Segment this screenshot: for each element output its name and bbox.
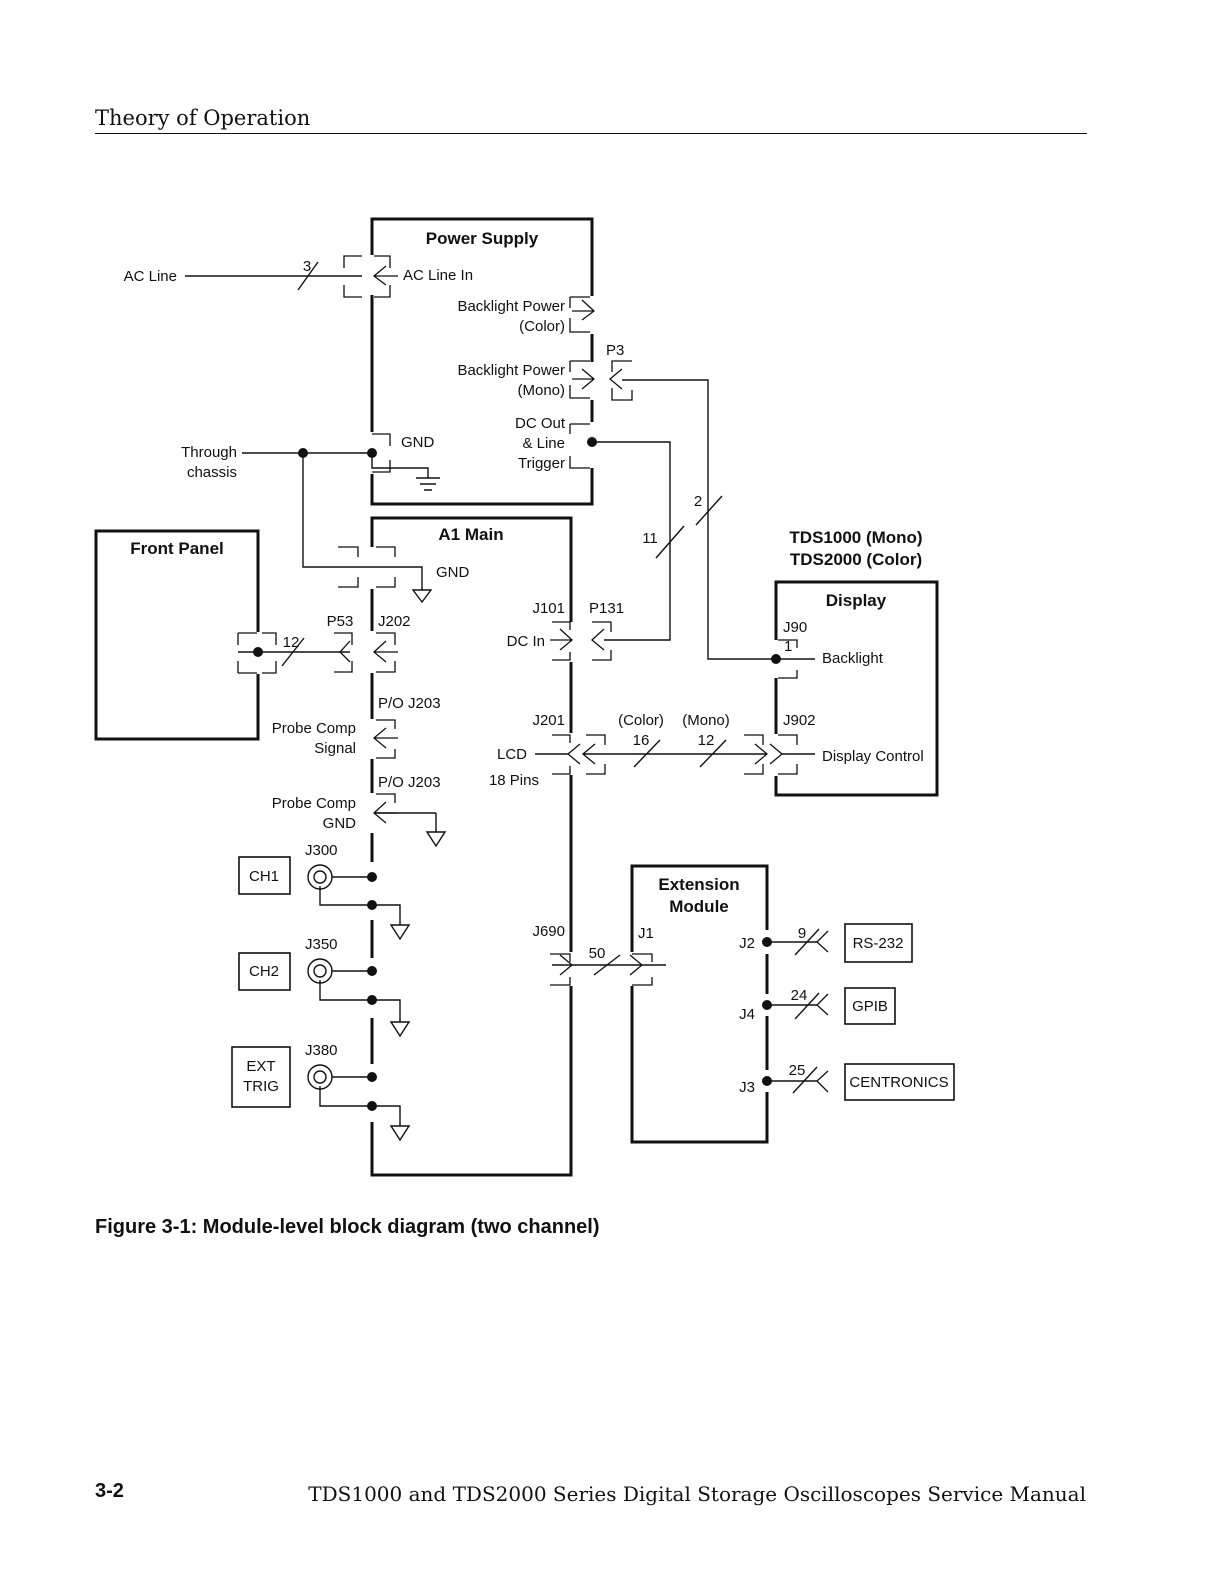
trigger-label: Trigger	[518, 455, 565, 472]
manual-title: TDS1000 and TDS2000 Series Digital Stora…	[308, 1482, 1086, 1506]
ch2-label: CH2	[249, 963, 279, 980]
probe-comp-gnd-label: Probe Comp	[272, 795, 356, 812]
j90-label: J90	[783, 619, 807, 636]
mono-label: (Mono)	[517, 382, 565, 399]
wires	[185, 275, 817, 1126]
extension-title-line1: Extension	[658, 875, 739, 894]
backlight-label: Backlight	[822, 650, 884, 667]
probe-comp-signal-label: Probe Comp	[272, 720, 356, 737]
ext-trig-box	[231, 1046, 291, 1108]
bus-slashes	[281, 261, 820, 1094]
front-panel-wire-count: 12	[283, 634, 300, 651]
j3-label: J3	[739, 1079, 755, 1096]
gpib-box	[844, 987, 896, 1025]
lcd-color-wire-count: 16	[633, 732, 650, 749]
backlight-power-color-label: Backlight Power	[457, 298, 565, 315]
ps-gnd-label: GND	[401, 434, 435, 451]
front-panel-box	[94, 529, 260, 741]
color-label: (Color)	[519, 318, 565, 335]
gpib-wire-count: 24	[791, 987, 808, 1004]
j101-label: J101	[532, 600, 565, 617]
main-board-title: A1 Main	[438, 525, 503, 544]
power-supply-title: Power Supply	[426, 229, 539, 248]
lcd-mono-wire-count: 12	[698, 732, 715, 749]
rs232-label: RS-232	[853, 935, 904, 952]
display-model-mono: TDS1000 (Mono)	[789, 528, 922, 547]
dc-out-label: DC Out	[515, 415, 566, 432]
j300-label: J300	[305, 842, 338, 859]
main-board-box	[370, 516, 573, 1177]
trig-label: TRIG	[243, 1078, 279, 1095]
figure-caption: Figure 3-1: Module-level block diagram (…	[95, 1216, 600, 1238]
front-panel-title: Front Panel	[130, 539, 224, 558]
through-label: Through	[181, 444, 237, 461]
backlight-wire-count: 2	[694, 493, 702, 510]
ac-line-label: AC Line	[124, 268, 177, 285]
pin1-label: 1	[784, 638, 792, 655]
signal-label: Signal	[314, 740, 356, 757]
junction-dots	[253, 437, 781, 1111]
lcd-pins-label: 18 Pins	[489, 772, 539, 789]
p131-label: P131	[589, 600, 624, 617]
rs232-box	[844, 923, 913, 963]
display-model-color: TDS2000 (Color)	[790, 550, 922, 569]
j201-label: J201	[532, 712, 565, 729]
chassis-label: chassis	[187, 464, 237, 481]
extension-wire-count: 50	[589, 945, 606, 962]
bnc-connector-icons	[307, 864, 333, 1090]
ch1-box	[238, 856, 291, 895]
lcd-mono-label: (Mono)	[682, 712, 730, 729]
j690-label: J690	[532, 923, 565, 940]
dc-in-label: DC In	[507, 633, 545, 650]
j350-label: J350	[305, 936, 338, 953]
centronics-box	[844, 1063, 955, 1101]
j1-label: J1	[638, 925, 654, 942]
display-box	[774, 580, 939, 797]
lcd-color-label: (Color)	[618, 712, 664, 729]
ac-line-in-label: AC Line In	[403, 267, 473, 284]
connector-shells	[237, 255, 798, 986]
po-j203-a-label: P/O J203	[378, 695, 441, 712]
ch2-box	[238, 952, 291, 991]
po-j203-b-label: P/O J203	[378, 774, 441, 791]
centronics-label: CENTRONICS	[849, 1074, 948, 1091]
line-label: & Line	[522, 435, 565, 452]
extension-title-line2: Module	[669, 897, 729, 916]
j380-label: J380	[305, 1042, 338, 1059]
ext-label: EXT	[246, 1058, 275, 1075]
centronics-wire-count: 25	[789, 1062, 806, 1079]
ac-line-wire-count: 3	[303, 258, 311, 275]
connector-arrows	[339, 265, 829, 1093]
j4-label: J4	[739, 1006, 755, 1023]
j202-label: J202	[378, 613, 411, 630]
main-gnd-label: GND	[436, 564, 470, 581]
rs232-wire-count: 9	[798, 925, 806, 942]
display-title: Display	[826, 591, 887, 610]
probe-gnd-label: GND	[323, 815, 357, 832]
j2-label: J2	[739, 935, 755, 952]
running-header: Theory of Operation	[95, 106, 311, 130]
gpib-label: GPIB	[852, 998, 888, 1015]
lcd-label: LCD	[497, 746, 527, 763]
power-supply-box	[370, 217, 594, 506]
dc-wire-count: 11	[642, 530, 658, 547]
ch1-label: CH1	[249, 868, 279, 885]
page-number: 3-2	[95, 1480, 124, 1502]
display-control-label: Display Control	[822, 748, 924, 765]
header-rule	[95, 133, 1087, 134]
ground-icons	[389, 477, 447, 1142]
p53-label: P53	[327, 613, 354, 630]
j902-label: J902	[783, 712, 816, 729]
p3-label: P3	[606, 342, 624, 359]
backlight-power-mono-label: Backlight Power	[457, 362, 565, 379]
